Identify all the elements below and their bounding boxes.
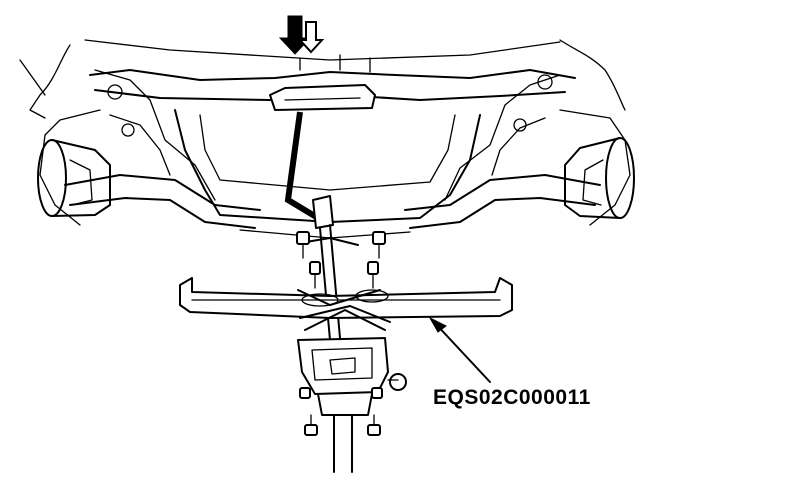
jack-ram — [333, 414, 353, 473]
left-lower-arm — [64, 69, 261, 229]
right-lower-arm — [404, 74, 601, 229]
bolts-upper — [296, 231, 386, 289]
jack-cradle — [297, 289, 391, 331]
right-wheel-hub — [564, 137, 635, 219]
bolts-lower — [304, 414, 381, 436]
engagement-indicator — [284, 111, 320, 221]
body-outline — [19, 39, 631, 226]
down-arrow-icon — [278, 15, 325, 55]
part-number-label: EQS02C000011 — [433, 386, 591, 409]
jack-crossbar — [179, 277, 513, 319]
label-leader-arrow — [428, 316, 491, 383]
support-bracket — [269, 84, 376, 111]
jack-head — [297, 337, 407, 416]
